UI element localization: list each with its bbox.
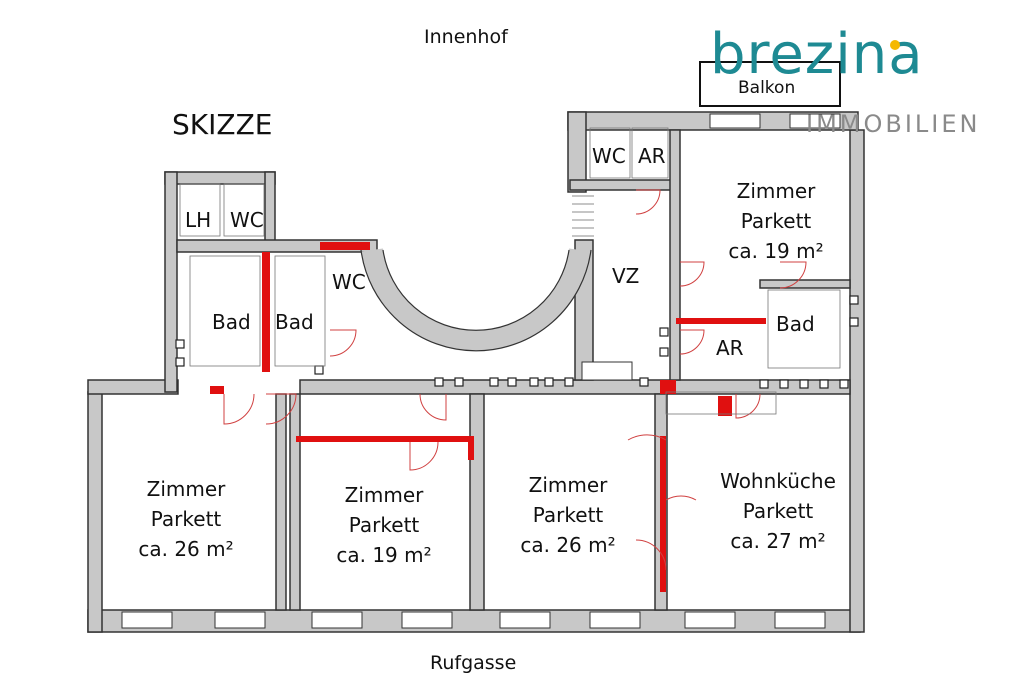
wall-lh-top	[164, 171, 276, 185]
wall-wc-bottom	[569, 179, 675, 191]
courtyard-label: Innenhof	[424, 26, 508, 48]
wall-lh-right	[264, 171, 276, 243]
room-zimmer-2: Zimmer Parkett ca. 19 m²	[314, 480, 454, 570]
red-kitchen-block	[718, 396, 732, 416]
plan-title: SKIZZE	[172, 108, 273, 141]
stairwell-curve-outer	[360, 249, 592, 352]
red-wall-door-2	[660, 380, 676, 394]
room-ar-right: AR	[716, 336, 744, 360]
logo-wordmark: brezina	[710, 22, 924, 87]
wall-lh-left	[164, 171, 178, 393]
red-wall-top	[320, 242, 370, 250]
red-wall-kitchen	[660, 436, 666, 592]
room-floor: Parkett	[348, 513, 420, 537]
room-name: Zimmer	[344, 483, 424, 507]
stairwell-curve-inner	[382, 249, 570, 331]
room-area: ca. 27 m²	[730, 529, 826, 553]
pillars	[175, 295, 859, 389]
wall-facade-bottom	[87, 609, 861, 633]
room-area: ca. 19 m²	[336, 543, 432, 567]
room-wc-top-left: WC	[230, 208, 264, 232]
new-walls	[210, 242, 766, 592]
red-wall-corner	[468, 436, 474, 460]
wall-sep-1	[275, 393, 287, 611]
room-floor: Parkett	[742, 499, 814, 523]
wall-bad-top	[759, 279, 851, 289]
room-wc-top-right: WC	[592, 144, 626, 168]
room-lh: LH	[185, 208, 212, 232]
room-area: ca. 26 m²	[520, 533, 616, 557]
red-wall-corridor	[296, 436, 474, 442]
logo-dot	[890, 40, 900, 50]
room-name: Zimmer	[146, 477, 226, 501]
room-bad-middle: Bad	[275, 310, 314, 334]
fixtures	[179, 61, 841, 415]
room-zimmer-top-right: Zimmer Parkett ca. 19 m²	[706, 176, 846, 266]
stairwell-curve	[361, 248, 591, 352]
room-wohnkueche: Wohnküche Parkett ca. 27 m²	[698, 466, 858, 556]
room-zimmer-1: Zimmer Parkett ca. 26 m²	[116, 474, 256, 564]
room-bad-left: Bad	[212, 310, 251, 334]
room-floor: Parkett	[740, 209, 812, 233]
wall-sep-2	[289, 393, 301, 611]
room-name: Wohnküche	[720, 469, 836, 493]
red-wall-ar	[676, 318, 766, 324]
wall-left	[87, 391, 103, 633]
room-zimmer-3: Zimmer Parkett ca. 26 m²	[498, 470, 638, 560]
room-floor: Parkett	[532, 503, 604, 527]
room-ar-top-right: AR	[638, 144, 666, 168]
stairs	[572, 195, 594, 237]
door-swings	[223, 189, 807, 571]
room-floor: Parkett	[150, 507, 222, 531]
red-wall-door-1	[210, 386, 224, 394]
wall-vz-right	[669, 129, 681, 381]
red-wall-bath-left	[262, 252, 270, 372]
room-area: ca. 19 m²	[728, 239, 824, 263]
wall-right	[849, 129, 865, 633]
street-label: Rufgasse	[430, 652, 517, 674]
room-wc-middle: WC	[332, 270, 366, 294]
room-area: ca. 26 m²	[138, 537, 234, 561]
wall-mid-left	[87, 379, 179, 395]
balcony-label: Balkon	[738, 78, 796, 98]
wall-sep-3	[469, 393, 485, 611]
windows	[121, 113, 841, 629]
room-name: Zimmer	[528, 473, 608, 497]
room-vz: VZ	[612, 264, 640, 288]
wall-wc-left	[567, 111, 587, 193]
logo-subtitle: IMMOBILIEN	[806, 110, 981, 138]
room-bad-right: Bad	[776, 312, 815, 336]
room-name: Zimmer	[736, 179, 816, 203]
